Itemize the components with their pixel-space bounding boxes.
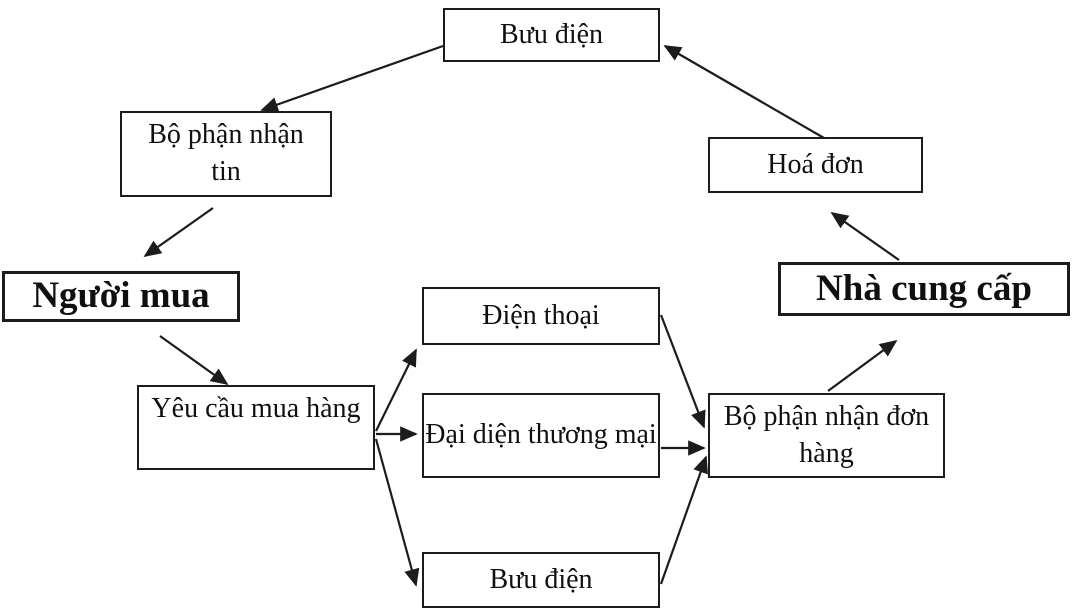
node-buyer: Người mua (2, 271, 240, 322)
arrow-invoice-to-post-office-top (663, 45, 825, 139)
node-purchase-request: Yêu cầu mua hàng (137, 385, 375, 470)
arrow-buyer-to-purchase-request (159, 335, 229, 386)
arrow-phone-to-order-receiving-dept (659, 314, 706, 429)
arrow-purchase-request-to-phone (375, 348, 417, 432)
node-trade-rep: Đại diện thương mại (422, 393, 660, 478)
node-supplier: Nhà cung cấp (778, 262, 1070, 316)
node-post-office-bottom: Bưu điện (422, 552, 660, 608)
arrow-order-receiving-dept-to-supplier (827, 339, 898, 392)
arrow-receiving-dept-to-buyer (143, 207, 214, 258)
arrow-purchase-request-to-post-office-bottom (374, 438, 420, 587)
node-invoice: Hoá đơn (708, 137, 923, 193)
arrow-post-office-bottom-to-order-receiving-dept (659, 455, 708, 585)
node-phone: Điện thoại (422, 287, 660, 345)
arrow-supplier-to-invoice (830, 211, 900, 261)
arrow-post-office-top-to-receiving-dept (260, 44, 444, 112)
node-receiving-dept: Bộ phận nhận tin (120, 111, 332, 197)
node-post-office-top: Bưu điện (443, 8, 660, 62)
node-order-receiving-dept: Bộ phận nhận đơn hàng (708, 393, 945, 478)
